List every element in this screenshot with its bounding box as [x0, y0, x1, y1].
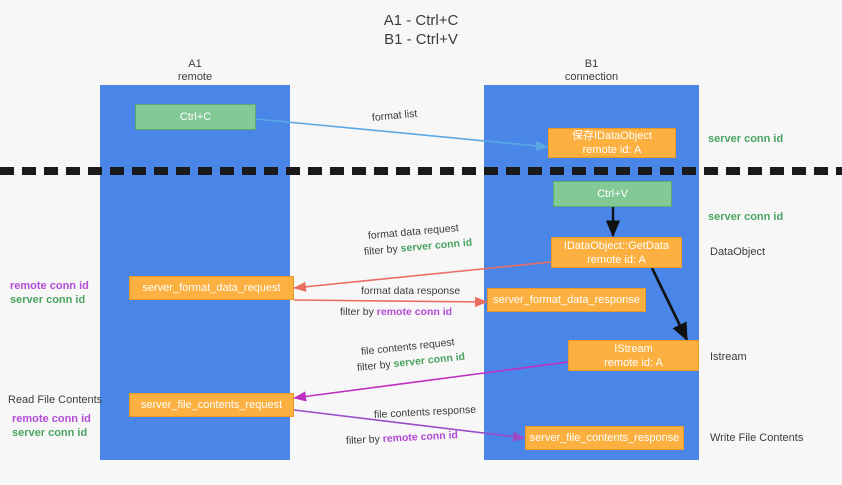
edge-filter-file-contents-request-prefix: filter by: [356, 358, 395, 374]
node-server-format-data-request[interactable]: server_format_data_request: [129, 276, 294, 300]
lane-a1-name: A1: [188, 58, 202, 70]
node-ctrl-c[interactable]: Ctrl+C: [135, 104, 256, 130]
node-istream[interactable]: IStream remote id: A: [568, 340, 699, 371]
node-ctrl-v[interactable]: Ctrl+V: [553, 181, 672, 207]
node-server-format-data-response[interactable]: server_format_data_response: [487, 288, 646, 312]
left-label-read-file-contents: Read File Contents: [8, 394, 103, 406]
lane-b1-name: B1: [584, 58, 599, 70]
edge-label-format-list-text: format list: [371, 107, 418, 124]
right-label-server-conn-id-1: server conn id: [708, 133, 784, 145]
edge-filter-format-data-request-value: server conn id: [400, 236, 473, 255]
node-istream-line2: remote id: A: [604, 356, 663, 369]
connector-format-data-response: [293, 296, 488, 307]
lane-header-b1: B1 connection: [484, 58, 699, 84]
node-idataobject-getdata[interactable]: IDataObject::GetData remote id: A: [551, 237, 682, 268]
lane-header-a1: A1 remote: [100, 58, 290, 84]
edge-filter-file-contents-response-value: remote conn id: [382, 429, 459, 446]
node-ctrl-c-label: Ctrl+C: [179, 111, 212, 123]
node-server-file-contents-response-label: server_file_contents_response: [529, 432, 680, 444]
right-label-server-conn-id-2: server conn id: [708, 211, 784, 223]
node-idataobject-getdata-line2: remote id: A: [587, 253, 646, 266]
edge-filter-file-contents-response-prefix: filter by: [345, 433, 384, 447]
node-clipboard-idataobject-line1: 保存IDataObject: [571, 130, 653, 142]
node-idataobject-getdata-line1: IDataObject::GetData: [563, 239, 670, 252]
left-label-server-conn-id-1: server conn id: [10, 294, 86, 306]
node-server-file-contents-request-label: server_file_contents_request: [140, 399, 283, 411]
edge-label-format-data-response-text: format data response: [361, 285, 461, 297]
right-label-istream: Istream: [710, 351, 747, 363]
edge-label-file-contents-response-text: file contents response: [373, 403, 477, 421]
node-clipboard-idataobject[interactable]: 保存IDataObject remote id: A: [548, 128, 676, 158]
node-server-file-contents-response[interactable]: server_file_contents_response: [525, 426, 684, 450]
edge-label-format-list: format list: [371, 107, 418, 125]
lane-b1-subtitle: connection: [564, 71, 619, 83]
node-ctrl-v-label: Ctrl+V: [597, 188, 628, 200]
edge-label-file-contents-response: file contents response: [374, 403, 477, 422]
edge-filter-format-data-request-prefix: filter by: [363, 242, 402, 258]
node-server-format-data-request-label: server_format_data_request: [142, 282, 281, 294]
edge-filter-format-data-response-prefix: filter by: [340, 306, 377, 318]
page-title-line1: A1 - Ctrl+C: [383, 12, 459, 29]
lane-a1-subtitle: remote: [177, 71, 213, 83]
edge-filter-file-contents-response: filter by remote conn id: [346, 428, 459, 448]
right-label-write-file-contents: Write File Contents: [710, 432, 804, 444]
edge-filter-format-data-response: filter by remote conn id: [340, 305, 452, 319]
node-clipboard-idataobject-line2: remote id: A: [582, 144, 642, 156]
left-label-server-conn-id-2: server conn id: [12, 427, 88, 439]
node-istream-line1: IStream: [614, 342, 653, 355]
page-title-line2: B1 - Ctrl+V: [384, 31, 458, 48]
node-server-file-contents-request[interactable]: server_file_contents_request: [129, 393, 294, 417]
left-label-remote-conn-id-2: remote conn id: [12, 413, 91, 425]
phase-separator-dashed-line: [0, 167, 842, 175]
left-label-remote-conn-id-1: remote conn id: [10, 280, 89, 292]
node-server-format-data-response-label: server_format_data_response: [493, 294, 640, 306]
right-label-dataobject: DataObject: [710, 246, 766, 258]
edge-label-format-data-response: format data response: [361, 284, 460, 298]
edge-filter-format-data-response-value: remote conn id: [376, 306, 453, 318]
